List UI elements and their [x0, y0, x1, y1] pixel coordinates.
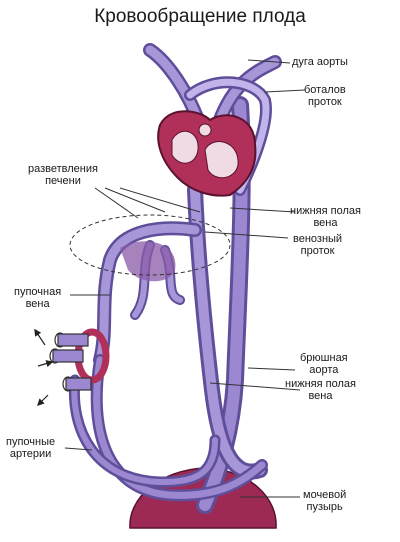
label-ductus-venosus-line2: проток: [300, 245, 335, 257]
umbilical-stumps: [49, 332, 92, 392]
label-ductus-venosus: венозный проток: [293, 233, 342, 257]
label-ivc-lower: нижняя полая вена: [285, 378, 356, 402]
label-liver-branches: разветвления печени: [28, 163, 98, 187]
label-umbilical-vein: пупочная вена: [14, 286, 61, 310]
label-ivc-upper-line1: нижняя полая: [290, 205, 361, 217]
label-ductus-botalli: боталов проток: [304, 84, 346, 108]
label-aortic-arch-line1: дуга аорты: [292, 56, 348, 68]
label-ivc-upper-line2: вена: [313, 217, 338, 229]
label-umbilical-vein-line1: пупочная: [14, 286, 62, 298]
label-abdominal-aorta: брюшная аорта: [300, 352, 348, 376]
label-ductus-botalli-line2: проток: [307, 96, 342, 108]
label-umbilical-arteries-line2: артерии: [9, 448, 52, 460]
label-ivc-lower-line1: нижняя полая: [285, 378, 356, 390]
flow-arrows: [34, 328, 54, 407]
label-aortic-arch: дуга аорты: [292, 56, 348, 68]
heart: [157, 110, 257, 197]
label-liver-branches-line2: печени: [45, 175, 81, 187]
diagram-title: Кровообращение плода: [94, 6, 306, 27]
label-bladder-line1: мочевой: [303, 489, 347, 501]
label-abdominal-aorta-line2: аорта: [309, 364, 339, 376]
label-ivc-upper: нижняя полая вена: [290, 205, 361, 229]
label-umbilical-arteries-line1: пупочные: [6, 436, 56, 448]
label-ivc-lower-line2: вена: [308, 390, 333, 402]
label-ductus-botalli-line1: боталов: [304, 84, 346, 96]
label-abdominal-aorta-line1: брюшная: [300, 352, 348, 364]
label-umbilical-vein-line2: вена: [25, 298, 50, 310]
label-bladder: мочевой пузырь: [303, 489, 346, 513]
label-ductus-venosus-line1: венозный: [293, 233, 343, 245]
leader-lines: [64, 59, 306, 498]
label-bladder-line2: пузырь: [306, 501, 343, 513]
label-liver-branches-line1: разветвления: [28, 163, 98, 175]
label-umbilical-arteries: пупочные артерии: [6, 436, 55, 460]
liver-outline: [69, 214, 231, 276]
liver-region: [120, 241, 176, 282]
